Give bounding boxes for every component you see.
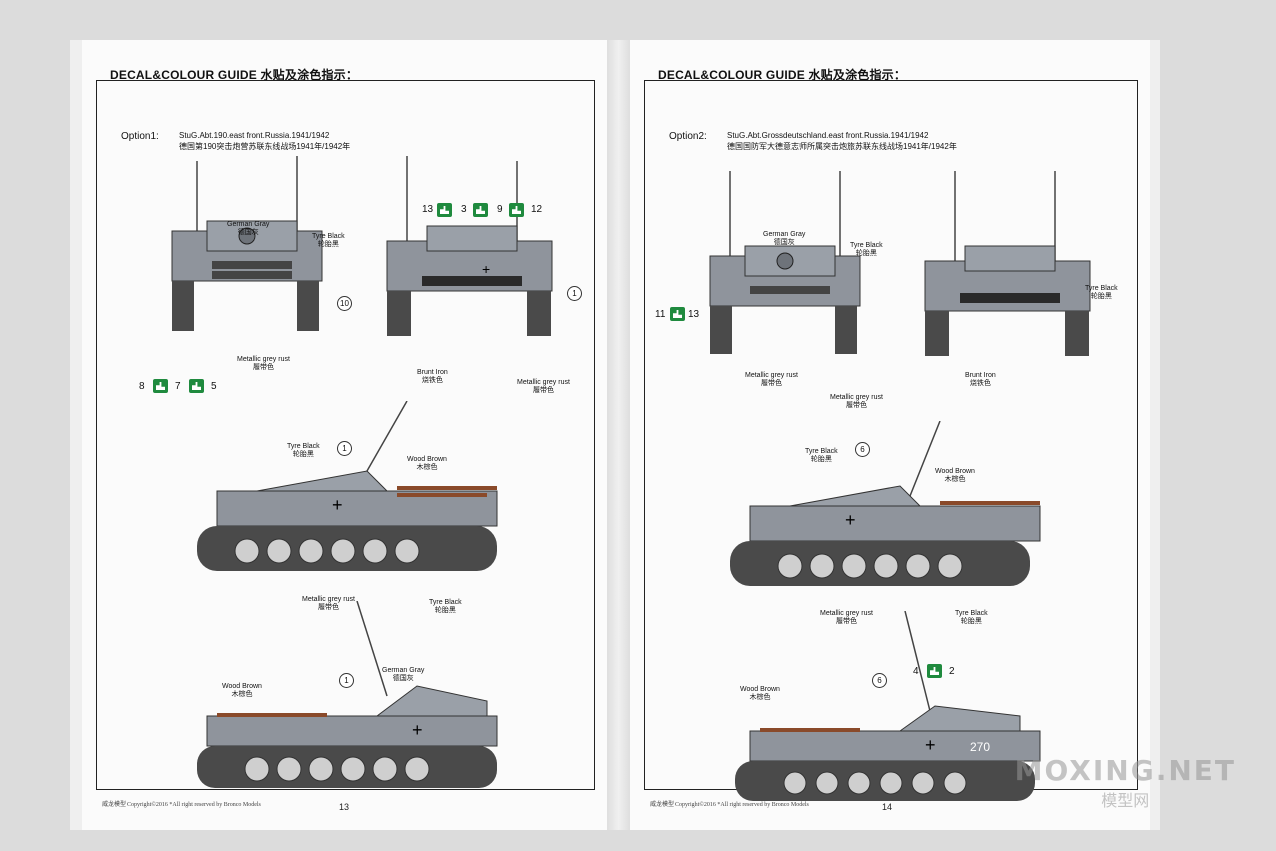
svg-text:+: +: [332, 495, 343, 515]
page-number: 14: [882, 802, 893, 812]
decal-icon: [437, 203, 452, 217]
option-title-cn: 德国国防军大德意志师所属突击炮旅苏联东线战场1941年/1942年: [727, 142, 957, 151]
footer-brand: 威龙模型: [650, 802, 675, 808]
decal-icon: [670, 307, 685, 321]
side-view-left-vehicle: +: [197, 601, 498, 788]
decal-num: 13: [688, 309, 700, 320]
decal-num: 9: [497, 204, 503, 215]
footer-copyright: Copyright©2016 *All right reserved by Br…: [675, 802, 809, 808]
page-frame: Option1: StuG.Abt.190.east front.Russia.…: [96, 80, 595, 790]
option-title-en: StuG.Abt.190.east front.Russia.1941/1942: [179, 131, 330, 140]
watermark: MOXING.NET 模型网: [1015, 754, 1236, 811]
callout-6: 6: [872, 673, 887, 688]
page-14: DECAL&COLOUR GUIDE 水贴及涂色指示： Option2: Stu…: [630, 40, 1150, 830]
front-view-vehicle: [709, 171, 861, 354]
rear-view-vehicle: [924, 171, 1091, 356]
watermark-sub: 模型网: [1101, 793, 1150, 810]
side-view-right-vehicle: +: [730, 421, 1041, 586]
decal-num: 8: [139, 381, 145, 392]
page-13: DECAL&COLOUR GUIDE 水贴及涂色指示： Option1: Stu…: [82, 40, 607, 830]
svg-text:+: +: [412, 720, 423, 740]
footer-copyright: Copyright©2016 *All right reserved by Br…: [127, 802, 261, 808]
decal-num: 5: [211, 381, 217, 392]
callout-6: 6: [855, 442, 870, 457]
watermark-main: MOXING.NET: [1014, 754, 1236, 787]
decal-num: 13: [422, 204, 434, 215]
svg-text:+: +: [482, 261, 490, 277]
decal-icon: [153, 379, 168, 393]
decal-num: 3: [461, 204, 467, 215]
spine-gutter: [607, 40, 630, 830]
decal-icon: [927, 664, 942, 678]
decal-num: 12: [531, 204, 543, 215]
callout-1: 1: [567, 286, 582, 301]
option-title-en: StuG.Abt.Grossdeutschland.east front.Rus…: [727, 131, 929, 140]
page-header: DECAL&COLOUR GUIDE 水贴及涂色指示：: [658, 68, 907, 82]
page-number: 13: [339, 802, 350, 812]
decal-num: 4: [913, 666, 919, 677]
decal-num: 11: [655, 309, 666, 320]
callout-1: 1: [337, 441, 352, 456]
decal-icon: [189, 379, 204, 393]
side-number: 270: [970, 740, 990, 754]
front-view-vehicle: [171, 156, 323, 331]
page-header: DECAL&COLOUR GUIDE 水贴及涂色指示：: [110, 68, 359, 82]
footer-brand: 威龙模型: [102, 802, 127, 808]
callout-1: 1: [339, 673, 354, 688]
rear-view-vehicle: +: [386, 156, 553, 336]
side-view-right-vehicle: +: [197, 401, 498, 571]
decal-icon: [473, 203, 488, 217]
callout-10: 10: [337, 296, 352, 311]
svg-text:+: +: [925, 735, 936, 755]
page-frame: Option2: StuG.Abt.Grossdeutschland.east …: [644, 80, 1138, 801]
booklet-spread: DECAL&COLOUR GUIDE 水贴及涂色指示： Option1: Stu…: [70, 40, 1160, 830]
decal-icon: [509, 203, 524, 217]
side-view-left-vehicle: + 270: [735, 611, 1041, 801]
svg-text:+: +: [845, 510, 856, 530]
option-label: Option2:: [669, 131, 707, 142]
option-label: Option1:: [121, 131, 159, 142]
decal-num: 7: [175, 381, 181, 392]
option-title-cn: 德国第190突击炮营苏联东线战场1941年/1942年: [179, 142, 351, 151]
decal-num: 2: [949, 666, 955, 677]
